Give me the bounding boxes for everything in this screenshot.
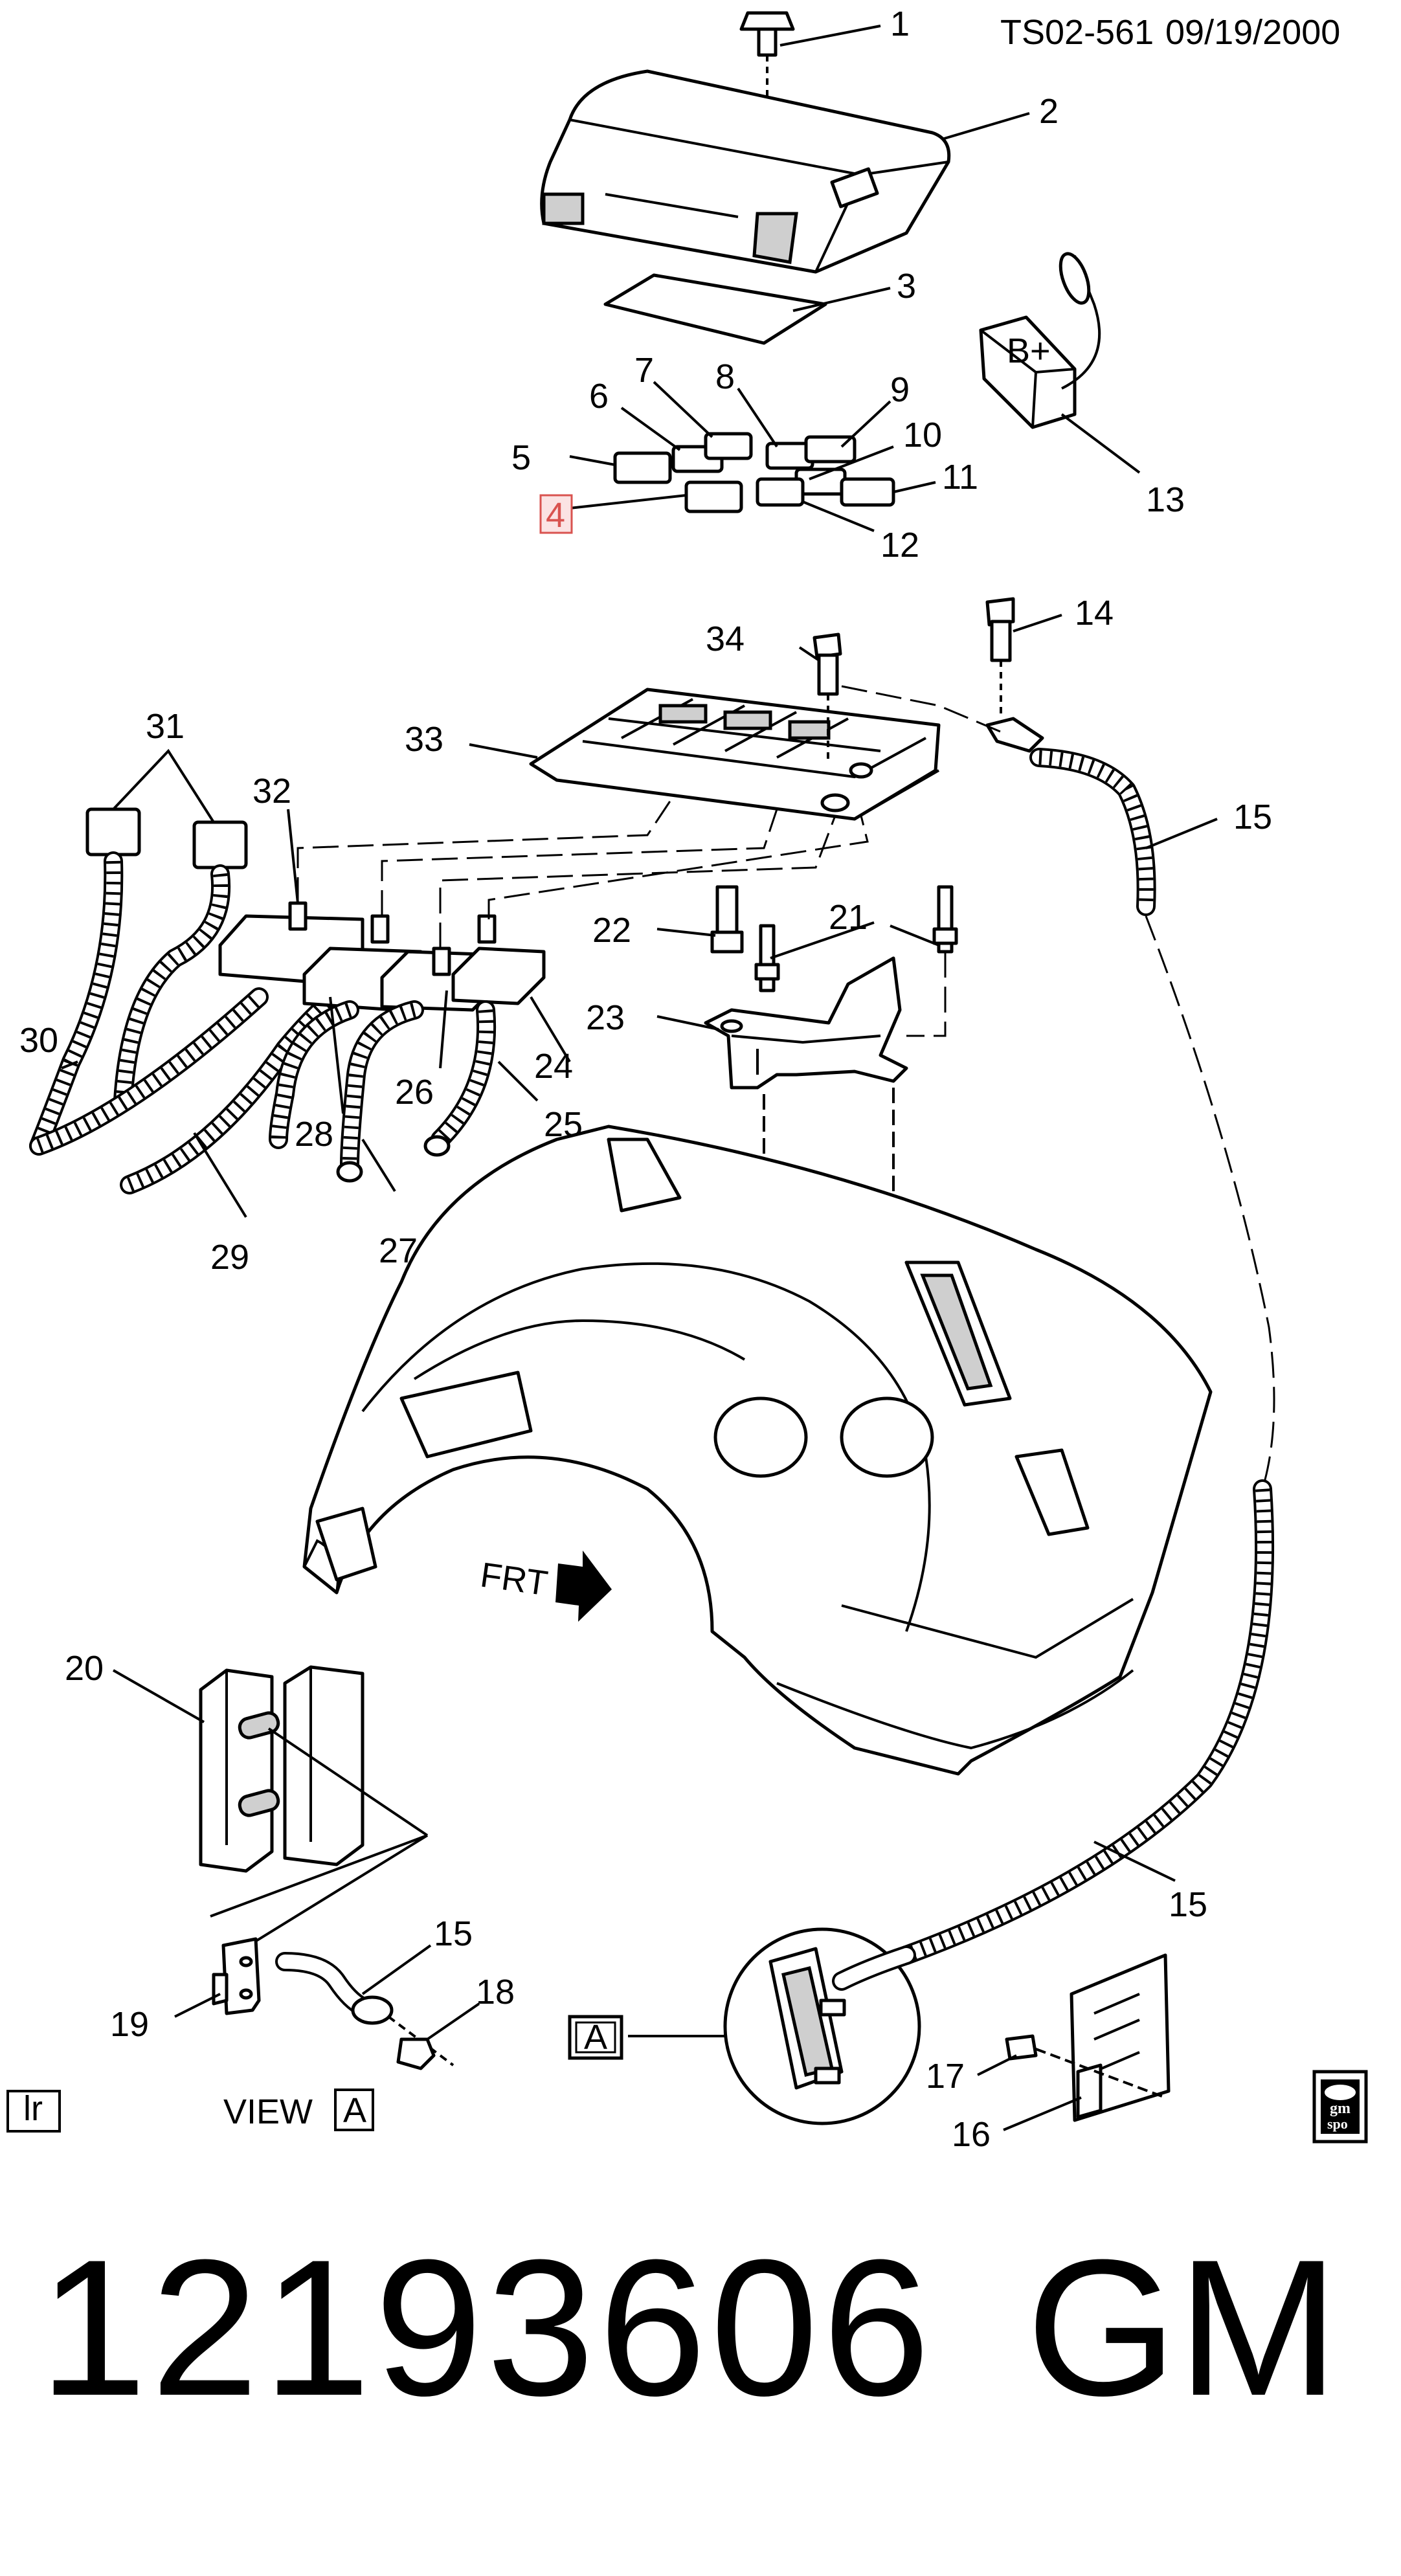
view-a-detail <box>212 1937 454 2070</box>
callout-9: 9 <box>890 370 910 409</box>
callout-13: 13 <box>1146 480 1185 519</box>
callout-15-lower: 15 <box>1169 1885 1207 1924</box>
lr-badge-text: lr <box>23 2089 43 2128</box>
drawing-date: 09/19/2000 <box>1165 13 1340 52</box>
callout-8: 8 <box>715 357 735 396</box>
view-a-ref-letter: A <box>584 2018 607 2057</box>
callout-7: 7 <box>634 351 654 390</box>
relay-group <box>613 432 895 513</box>
ground-cable-lower <box>897 1479 1275 1965</box>
callout-15-view: 15 <box>434 1914 473 1953</box>
fuse-block <box>529 688 941 821</box>
brand-name: GM <box>1026 2219 1339 2436</box>
spo-logo-text: spo <box>1327 2116 1348 2132</box>
callout-16: 16 <box>952 2115 991 2154</box>
battery-cover: B+ <box>979 252 1101 429</box>
callout-4: 4 <box>546 496 565 535</box>
module-housing <box>540 69 951 274</box>
junction-blocks <box>218 901 546 1183</box>
callout-3: 3 <box>897 267 916 306</box>
callout-25: 25 <box>544 1105 583 1144</box>
ground-bolt <box>985 597 1015 719</box>
leader-lines <box>61 25 1218 2131</box>
view-a-reference-box: A <box>568 2015 623 2060</box>
callout-31: 31 <box>146 707 185 746</box>
harness-left <box>29 807 346 1194</box>
battery-cover-label: B+ <box>1007 331 1051 370</box>
callout-28: 28 <box>295 1115 333 1154</box>
callout-5: 5 <box>511 438 531 477</box>
callout-32: 32 <box>252 772 291 811</box>
part-number: 12193606 <box>39 2219 934 2436</box>
callout-26: 26 <box>395 1073 434 1112</box>
callout-22: 22 <box>592 911 631 950</box>
callout-21: 21 <box>829 898 868 937</box>
drawing-code: TS02-561 <box>1000 13 1154 52</box>
callout-23: 23 <box>586 998 625 1037</box>
ground-cable-upper <box>985 717 1275 1490</box>
view-a-caption: VIEW A <box>223 2089 374 2131</box>
callout-17: 17 <box>926 2057 965 2096</box>
view-a-caption-text: VIEW <box>223 2092 313 2131</box>
callout-10: 10 <box>903 416 942 454</box>
highlighted-callout-4: 4 <box>539 494 573 535</box>
callout-30: 30 <box>19 1021 58 1060</box>
gasket <box>603 273 827 345</box>
lr-badge: lr <box>6 2089 61 2133</box>
callout-18: 18 <box>476 1973 515 2011</box>
mounting-bracket <box>704 885 958 1437</box>
callout-1: 1 <box>890 5 910 43</box>
callout-14: 14 <box>1075 594 1114 633</box>
terminal-block <box>199 1665 429 1956</box>
front-direction-indicator: FRT <box>478 1551 612 1622</box>
view-a-magnifier <box>628 1927 921 2125</box>
callout-27: 27 <box>379 1231 418 1270</box>
callout-12: 12 <box>880 526 919 565</box>
callout-15-upper: 15 <box>1233 798 1272 836</box>
connection-lines <box>297 685 1001 948</box>
callout-labels: 1 2 3 4 5 6 7 8 9 10 11 12 13 14 15 15 1… <box>19 5 1272 2154</box>
cable-bracket <box>1005 1953 1171 2122</box>
callout-11: 11 <box>942 458 978 497</box>
vehicle-body <box>302 1125 1213 1776</box>
gm-logo-text: gm <box>1330 2100 1351 2117</box>
callout-24: 24 <box>534 1047 573 1086</box>
front-label: FRT <box>478 1555 550 1603</box>
fuse-block-bolt <box>813 633 842 764</box>
callout-33: 33 <box>405 720 443 759</box>
callout-6: 6 <box>589 377 609 416</box>
view-a-caption-letter: A <box>343 2091 366 2130</box>
callout-34: 34 <box>706 620 745 658</box>
front-arrow-icon <box>555 1551 612 1622</box>
callout-19: 19 <box>110 2005 149 2044</box>
callout-20: 20 <box>65 1649 104 1688</box>
gm-spo-logo: gm spo <box>1312 2070 1368 2144</box>
callout-29: 29 <box>210 1238 249 1277</box>
callout-2: 2 <box>1039 92 1059 131</box>
